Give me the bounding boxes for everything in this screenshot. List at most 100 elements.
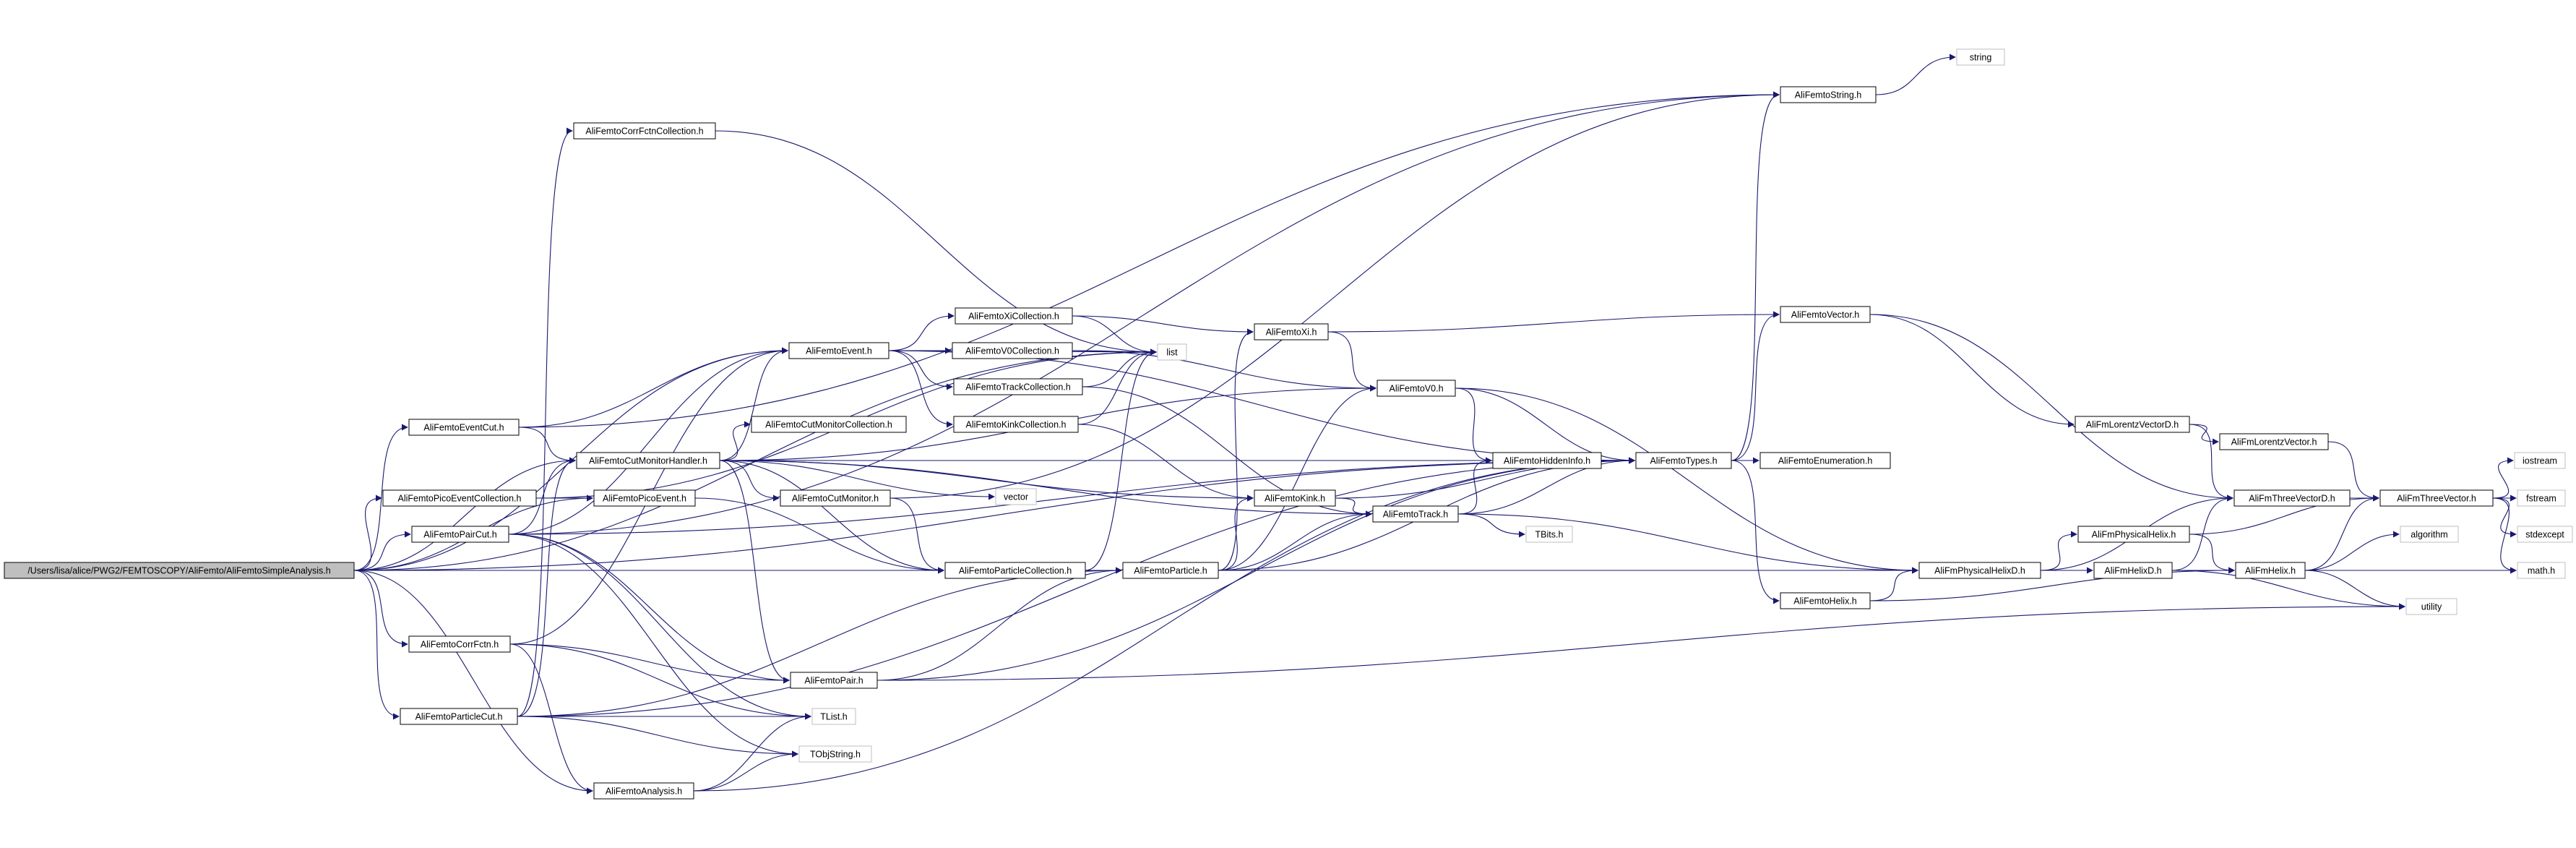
node-label-particlecut: AliFemtoParticleCut.h (415, 712, 503, 722)
edge-eventcut-to-event (518, 347, 788, 428)
edge-xicollection-to-xi (1072, 315, 1254, 335)
node-femtohelix[interactable]: AliFemtoHelix.h (1780, 592, 1871, 609)
node-label-cutmonitorcollection: AliFemtoCutMonitorCollection.h (765, 420, 892, 430)
node-particlecut[interactable]: AliFemtoParticleCut.h (400, 708, 518, 725)
node-corrfctn[interactable]: AliFemtoCorrFctn.h (408, 635, 511, 653)
edge-v0collection-to-v0 (1072, 350, 1377, 392)
node-eventcut[interactable]: AliFemtoEventCut.h (408, 419, 520, 436)
node-threevector[interactable]: AliFmThreeVector.h (2379, 489, 2494, 507)
edge-kink-to-track (1335, 497, 1372, 518)
node-track[interactable]: AliFemtoTrack.h (1372, 505, 1459, 523)
node-types[interactable]: AliFemtoTypes.h (1635, 452, 1732, 469)
node-picoeventcollection[interactable]: AliFemtoPicoEventCollection.h (382, 489, 537, 507)
node-picoevent[interactable]: AliFemtoPicoEvent.h (593, 489, 696, 507)
node-box-femtovector (1780, 306, 1871, 323)
node-helix[interactable]: AliFmHelix.h (2235, 562, 2306, 579)
node-iostream[interactable]: iostream (2514, 452, 2566, 469)
node-box-tlist (811, 708, 856, 725)
node-label-pair: AliFemtoPair.h (804, 676, 863, 686)
node-v0collection[interactable]: AliFemtoV0Collection.h (952, 342, 1073, 359)
edge-track-to-hiddeninfo (1457, 457, 1492, 515)
node-analysis[interactable]: AliFemtoAnalysis.h (593, 782, 694, 800)
node-box-cutmonitorcollection (751, 416, 907, 433)
edge-particlecollection-to-list (1085, 348, 1157, 571)
edge-cutmonitorhandler-to-kink (719, 460, 1254, 502)
node-trackcollection[interactable]: AliFemtoTrackCollection.h (953, 378, 1083, 395)
node-string[interactable]: string (1956, 48, 2005, 66)
node-xicollection[interactable]: AliFemtoXiCollection.h (955, 307, 1073, 325)
node-enumeration[interactable]: AliFemtoEnumeration.h (1759, 452, 1891, 469)
node-lorentzvectord[interactable]: AliFmLorentzVectorD.h (2075, 416, 2190, 433)
node-label-lorentzvectord: AliFmLorentzVectorD.h (2086, 420, 2179, 430)
node-kink[interactable]: AliFemtoKink.h (1254, 489, 1336, 507)
node-box-corrfctn (408, 635, 511, 653)
node-label-hiddeninfo: AliFemtoHiddenInfo.h (1504, 456, 1590, 466)
node-math[interactable]: math.h (2517, 562, 2566, 579)
edge-helix-to-algorithm (2304, 531, 2400, 571)
node-physicalhelix[interactable]: AliFmPhysicalHelix.h (2077, 526, 2190, 543)
node-lorentzvector[interactable]: AliFmLorentzVector.h (2219, 433, 2329, 450)
node-cutmonitorcollection[interactable]: AliFemtoCutMonitorCollection.h (751, 416, 907, 433)
edge-event-to-trackcollection (888, 350, 953, 390)
node-event[interactable]: AliFemtoEvent.h (788, 342, 889, 359)
node-label-string: string (1970, 53, 1992, 63)
node-box-lorentzvector (2219, 433, 2329, 450)
node-box-fstream (2517, 489, 2566, 507)
edge-threevector-to-iostream (2492, 457, 2514, 499)
node-cutmonitorhandler[interactable]: AliFemtoCutMonitorHandler.h (576, 452, 720, 469)
node-femtostring[interactable]: AliFemtoString.h (1780, 86, 1877, 103)
edge-cutmonitor-to-femtostring (889, 91, 1780, 499)
node-label-math: math.h (2528, 566, 2555, 576)
node-list[interactable]: list (1157, 343, 1187, 361)
edge-cutmonitorhandler-to-cutmonitor (719, 460, 780, 502)
node-v0[interactable]: AliFemtoV0.h (1377, 380, 1456, 397)
node-utility[interactable]: utility (2405, 598, 2457, 615)
edge-particlecut-to-corrfctncollection (517, 127, 573, 717)
edge-lorentzvectord-to-lorentzvector (2189, 424, 2219, 445)
edge-pair-to-particle (876, 567, 1122, 681)
node-corrfctncollection[interactable]: AliFemtoCorrFctnCollection.h (573, 122, 716, 140)
edge-particlecut-to-tobjstring (517, 716, 798, 758)
node-tlist[interactable]: TList.h (811, 708, 856, 725)
edge-helix-to-utility (2304, 570, 2405, 610)
node-box-helixd (2093, 562, 2173, 579)
node-kinkcollection[interactable]: AliFemtoKinkCollection.h (953, 416, 1079, 433)
node-label-paircut: AliFemtoPairCut.h (423, 530, 496, 540)
node-helixd[interactable]: AliFmHelixD.h (2093, 562, 2173, 579)
node-tobjstring[interactable]: TObjString.h (798, 745, 872, 763)
node-label-stdexcept: stdexcept (2525, 530, 2564, 540)
node-pair[interactable]: AliFemtoPair.h (790, 672, 878, 689)
node-stdexcept[interactable]: stdexcept (2517, 526, 2573, 543)
edge-physicalhelix-to-helix (2189, 534, 2235, 574)
node-root[interactable]: /Users/lisa/alice/PWG2/FEMTOSCOPY/AliFem… (4, 562, 355, 579)
node-fstream[interactable]: fstream (2517, 489, 2566, 507)
node-physicalhelixd[interactable]: AliFmPhysicalHelixD.h (1918, 562, 2041, 579)
node-particle[interactable]: AliFemtoParticle.h (1122, 562, 1219, 579)
edge-femtovector-to-lorentzvectord (1869, 314, 2075, 428)
node-particlecollection[interactable]: AliFemtoParticleCollection.h (944, 562, 1086, 579)
node-femtovector[interactable]: AliFemtoVector.h (1780, 306, 1871, 323)
node-algorithm[interactable]: algorithm (2400, 526, 2459, 543)
node-threevectord[interactable]: AliFmThreeVectorD.h (2233, 489, 2351, 507)
node-box-analysis (593, 782, 694, 800)
node-xi[interactable]: AliFemtoXi.h (1254, 323, 1329, 341)
node-box-physicalhelix (2077, 526, 2190, 543)
node-label-femtohelix: AliFemtoHelix.h (1793, 596, 1857, 607)
node-cutmonitor[interactable]: AliFemtoCutMonitor.h (780, 489, 891, 507)
node-vector[interactable]: vector (995, 488, 1037, 505)
node-label-types: AliFemtoTypes.h (1650, 456, 1717, 466)
node-label-v0collection: AliFemtoV0Collection.h (965, 346, 1059, 356)
edge-cutmonitor-to-particlecollection (889, 497, 944, 574)
node-paircut[interactable]: AliFemtoPairCut.h (411, 526, 509, 543)
node-box-cutmonitorhandler (576, 452, 720, 469)
node-box-kink (1254, 489, 1336, 507)
node-box-corrfctncollection (573, 122, 716, 140)
node-box-root (4, 562, 355, 579)
node-box-trackcollection (953, 378, 1083, 395)
edge-root-to-cutmonitorhandler (353, 457, 576, 571)
node-box-tbits (1525, 526, 1573, 543)
node-tbits[interactable]: TBits.h (1525, 526, 1573, 543)
edge-root-to-types (353, 457, 1635, 571)
node-label-xi: AliFemtoXi.h (1266, 327, 1317, 338)
node-hiddeninfo[interactable]: AliFemtoHiddenInfo.h (1492, 452, 1602, 469)
